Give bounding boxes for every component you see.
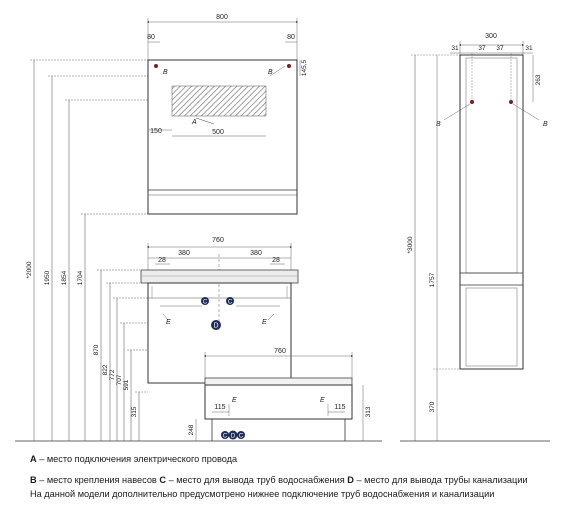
vertical-dimensions: [30, 59, 148, 441]
sink-top: [140, 269, 299, 284]
dim-lower-off-left: 115: [214, 404, 225, 411]
hanger-b-left: [154, 64, 158, 68]
label-d-lower: D: [231, 434, 236, 440]
water-outlet-c-lower-right: [237, 431, 245, 439]
label-e-lower-right: E: [320, 397, 325, 404]
dim-column-bottom: 370: [429, 401, 436, 412]
dim-sink-inset-right: 28: [272, 257, 280, 264]
dim-sink-half-left: 380: [178, 250, 190, 257]
cable-zone-hatch: [171, 85, 267, 117]
label-b-left: B: [163, 69, 168, 76]
drain-outlet-d: [211, 320, 221, 330]
dim-top-width: 800: [216, 14, 228, 21]
dim-lower-height: 248: [188, 424, 195, 435]
top-cabinet: 800 80 80 145,5 150 500 A B B: [146, 14, 308, 215]
legend-line-a: A – место подключения электрического про…: [30, 452, 560, 467]
dim-top-inset-right: 80: [287, 34, 295, 41]
legend-line-bcd: B – место крепления навесов C – место дл…: [30, 473, 560, 488]
dim-box-width: 500: [212, 129, 224, 136]
dim-column-seg-mid1: 37: [478, 45, 486, 52]
label-c-lower-left: C: [223, 434, 228, 440]
legend-note: На данной модели дополнительно предусмот…: [30, 489, 495, 499]
dim-column-top-offset: 263: [535, 74, 542, 85]
dim-sink-inset-left: 28: [158, 257, 166, 264]
dim-top-inset-left: 80: [147, 34, 155, 41]
legend: A – место подключения электрического про…: [30, 452, 560, 502]
label-column-b-right: B: [543, 121, 548, 128]
dim-lower-off-right: 115: [334, 404, 345, 411]
dim-column-width: 300: [485, 33, 497, 40]
dim-column-seg-right: 31: [525, 45, 533, 52]
label-c-left: C: [203, 300, 208, 306]
water-outlet-c-left: [201, 297, 209, 305]
legend-text-a: – место подключения электрического прово…: [36, 454, 238, 464]
sink-cabinet: 760 380 380 28 28 C C D E E: [140, 237, 299, 384]
water-outlet-c-lower-left: [221, 431, 229, 439]
label-e-right: E: [262, 319, 267, 326]
hanger-b-right: [287, 64, 291, 68]
dim-column-inner: 1757: [429, 272, 436, 287]
dim-v-591: 591: [123, 379, 130, 390]
label-column-b-left: B: [436, 121, 441, 128]
dim-v-707: 707: [116, 374, 123, 385]
label-b-right: B: [268, 69, 273, 76]
label-e-left: E: [166, 319, 171, 326]
drain-outlet-d-lower: [228, 430, 238, 440]
dim-v-1950: 1950: [44, 270, 51, 285]
label-d: D: [213, 323, 218, 330]
dim-v-1704: 1704: [77, 270, 84, 285]
label-a: A: [191, 119, 197, 126]
label-c-right: C: [228, 300, 233, 306]
dim-v-2000: *2000: [26, 261, 33, 278]
dim-v-870: 870: [93, 344, 100, 355]
dim-column-seg-mid2: 37: [496, 45, 504, 52]
legend-text-b: – место крепления навесов: [36, 474, 160, 485]
legend-text-d: – место для вывода трубы канализации: [353, 474, 528, 485]
label-e-lower-left: E: [232, 397, 237, 404]
column-hanger-left: [470, 100, 474, 104]
dim-sink-width: 760: [212, 237, 224, 244]
dim-v-772: 772: [109, 369, 116, 380]
dim-v-822: 822: [102, 364, 109, 375]
legend-key-b: B: [30, 474, 37, 485]
column-hanger-right: [509, 100, 513, 104]
dim-v-315: 315: [131, 406, 138, 417]
dim-box-offset: 150: [150, 128, 162, 135]
dim-top-offset: 145,5: [301, 59, 308, 76]
column-cabinet: 300 31 37 37 31 263 B B *3000 1757 370: [400, 33, 550, 442]
legend-text-c: – место для вывода труб водоснабжения: [166, 474, 348, 485]
technical-drawing: *2000 1950 1854 1704 870 822 772 707 591…: [15, 14, 550, 442]
water-outlet-c-right: [226, 297, 234, 305]
legend-key-c: C: [159, 474, 167, 485]
dim-v-1854: 1854: [61, 270, 68, 285]
dim-column-height: *3000: [407, 236, 414, 253]
lower-cabinet: 760 248 115 115 313 E E C D C: [188, 348, 372, 441]
label-c-lower-right: C: [239, 434, 244, 440]
dim-sink-half-right: 380: [250, 250, 262, 257]
dim-lower-height-right: 313: [365, 406, 372, 417]
dim-lower-width: 760: [274, 348, 286, 355]
legend-key-a: A: [30, 454, 37, 464]
dim-column-seg-left: 31: [451, 45, 459, 52]
legend-key-d: D: [347, 474, 354, 485]
